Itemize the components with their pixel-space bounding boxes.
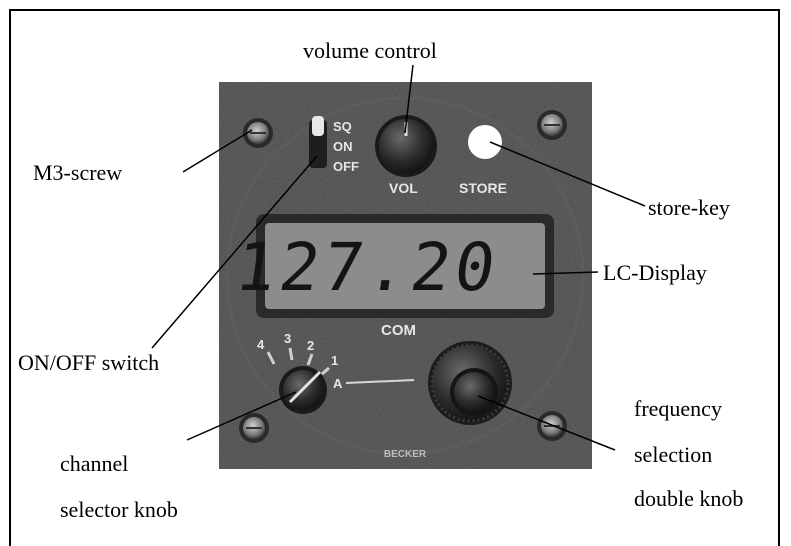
m3-screw-top-left xyxy=(243,118,273,148)
label-m3-screw: M3-screw xyxy=(33,160,123,185)
label-volume-control: volume control xyxy=(303,38,437,63)
panel-bezel-ring xyxy=(225,96,585,456)
store-label: STORE xyxy=(459,180,507,196)
switch-pos-sq: SQ xyxy=(333,119,352,134)
channel-number-3: 3 xyxy=(284,331,291,346)
label-lc-display: LC-Display xyxy=(603,260,707,285)
channel-a-label: A xyxy=(333,376,343,391)
leader-on-off-switch xyxy=(151,155,318,349)
label-on-off-switch: ON/OFF switch xyxy=(18,350,160,375)
leader-frequency-knob xyxy=(477,395,616,451)
leader-m3-screw xyxy=(182,129,253,173)
store-button[interactable] xyxy=(468,125,502,159)
label-channel-line1: channel xyxy=(60,451,129,476)
m3-screw-bottom-left xyxy=(239,413,269,443)
switch-pos-on: ON xyxy=(333,139,353,154)
label-frequency-line3: double knob xyxy=(634,486,744,511)
label-channel-line2: selector knob xyxy=(60,497,178,522)
leader-lc-display xyxy=(532,271,599,275)
channel-tick-marks xyxy=(266,347,330,376)
com-label: COM xyxy=(381,322,416,339)
m3-screw-top-right xyxy=(537,110,567,140)
switch-pos-off: OFF xyxy=(333,159,359,174)
lc-display xyxy=(265,223,545,309)
display-frequency: 127.20 xyxy=(231,228,504,306)
channel-number-1: 1 xyxy=(331,353,338,368)
channel-number-2: 2 xyxy=(307,338,314,353)
channel-a-marker xyxy=(345,379,415,384)
label-store-key: store-key xyxy=(648,195,730,220)
leader-store-key xyxy=(489,141,646,207)
on-off-switch[interactable] xyxy=(309,116,327,168)
channel-number-4: 4 xyxy=(257,337,265,352)
channel-selector-knob[interactable] xyxy=(279,366,327,414)
frequency-double-knob[interactable] xyxy=(428,341,512,425)
leader-volume-control xyxy=(404,64,414,134)
leader-channel-selector xyxy=(186,391,297,441)
label-frequency-line1: frequency xyxy=(634,396,722,421)
brand-label: BECKER xyxy=(384,449,427,460)
figure-border xyxy=(9,9,780,546)
label-frequency-line2: selection xyxy=(634,442,713,467)
m3-screw-bottom-right xyxy=(537,411,567,441)
vol-label: VOL xyxy=(389,180,418,196)
